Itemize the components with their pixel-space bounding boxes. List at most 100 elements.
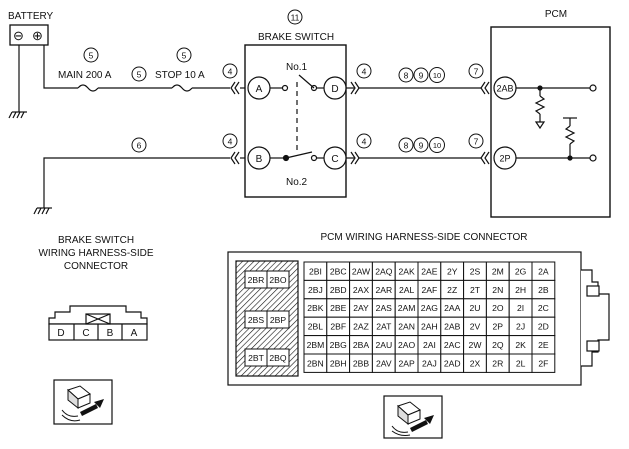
pcm-pin-label: 2F — [538, 358, 548, 368]
ref-5-main: 5 — [83, 47, 99, 63]
connector-view-icon-2 — [383, 395, 443, 439]
pcm-pin-label: 2BE — [330, 303, 347, 313]
pin-c: C — [331, 154, 338, 165]
pcm-connector-title: PCM WIRING HARNESS-SIDE CONNECTOR — [320, 232, 527, 243]
ground-wire — [43, 151, 247, 208]
pcm-pin-label: 2BI — [309, 266, 322, 276]
switch-no1-label: No.1 — [286, 62, 308, 73]
pcm-pin-2br: 2BR — [248, 275, 265, 285]
pcm-pin-label: 2B — [538, 285, 549, 295]
pcm-pin-cell — [531, 353, 556, 373]
pcm-pin-label: 2BJ — [308, 285, 323, 295]
svg-text:9: 9 — [419, 71, 424, 81]
svg-text:4: 4 — [362, 137, 367, 147]
svg-text:10: 10 — [433, 71, 441, 80]
brake-switch: 11 BRAKE SWITCH A D B C No.1 — [244, 9, 347, 198]
pcm-pin-label: 2AR — [375, 285, 392, 295]
pcm-label: PCM — [545, 9, 567, 20]
pcm-pin-2bt: 2BT — [248, 353, 265, 363]
pcm-pin-label: 2BK — [307, 303, 324, 313]
pcm-pin-label: 2T — [470, 285, 481, 295]
pcm-pin-label: 2C — [538, 303, 549, 313]
pcm-pin-label: 2O — [492, 303, 504, 313]
ref-4-top-right: 4 — [356, 63, 372, 79]
switch-no2-icon — [270, 151, 324, 162]
bs-connector-title-2: WIRING HARNESS-SIDE — [38, 248, 153, 259]
brake-switch-connector: BRAKE SWITCH WIRING HARNESS-SIDE CONNECT… — [38, 235, 154, 425]
pcm-pin-label: 2AG — [421, 303, 439, 313]
resistor-icon-2 — [564, 125, 576, 145]
pcm-pin-label: 2AM — [398, 303, 416, 313]
pcm-pin-label: 2AD — [444, 358, 461, 368]
pcm-pin-2bp: 2BP — [270, 315, 287, 325]
svg-text:6: 6 — [137, 141, 142, 151]
ref-8-9-10-top: 8 9 10 — [398, 67, 445, 83]
pcm-pin-label: 2R — [492, 358, 503, 368]
pcm-pin-label: 2AE — [421, 266, 438, 276]
pcm-pin-label: 2D — [538, 322, 549, 332]
svg-text:8: 8 — [404, 71, 409, 81]
ref-7-top: 7 — [468, 63, 484, 79]
connector-view-icon — [53, 379, 113, 425]
pcm-pin-label: 2AJ — [422, 358, 437, 368]
pcm-pin-label: 2AC — [444, 340, 461, 350]
svg-text:9: 9 — [419, 141, 424, 151]
svg-text:4: 4 — [362, 67, 367, 77]
pcm-pin-2ab: 2AB — [496, 84, 513, 94]
pcm-pin-label: 2I — [517, 303, 524, 313]
battery-label: BATTERY — [8, 11, 54, 22]
pcm-block: PCM 2AB 2P — [490, 9, 611, 218]
pcm-pin-label: 2BB — [353, 358, 370, 368]
pcm-pin-label: 2AX — [353, 285, 370, 295]
pcm-pin-label: 2P — [493, 322, 504, 332]
battery-plus-icon: ⊕ — [32, 28, 43, 43]
svg-text:4: 4 — [228, 67, 233, 77]
pcm-pin-label: 2AH — [421, 322, 438, 332]
pcm-pin-label: 2AP — [398, 358, 415, 368]
svg-text:7: 7 — [474, 67, 479, 77]
power-wire — [43, 45, 247, 95]
pcm-pin-label: 2J — [516, 322, 525, 332]
bs-connector-title-1: BRAKE SWITCH — [58, 235, 134, 246]
pcm-pin-label: 2H — [515, 285, 526, 295]
svg-text:10: 10 — [433, 141, 441, 150]
ref-6: 6 — [131, 137, 147, 153]
pcm-pin-label: 2AV — [376, 358, 392, 368]
pin-a: A — [256, 84, 263, 95]
main-fuse-label: MAIN 200 A — [58, 70, 112, 81]
ref-8-9-10-bottom: 8 9 10 — [398, 137, 445, 153]
pcm-connector: PCM WIRING HARNESS-SIDE CONNECTOR 2BR 2B… — [227, 232, 610, 439]
ref-4-bottom-left: 4 — [222, 133, 238, 149]
svg-text:5: 5 — [137, 70, 142, 80]
pcm-pin-label: 2AA — [444, 303, 461, 313]
pcm-pin-label: 2AK — [398, 266, 415, 276]
pcm-pin-label: 2M — [492, 266, 504, 276]
pcm-pin-label: 2AS — [376, 303, 393, 313]
pcm-pin-label: 2AQ — [375, 266, 393, 276]
pcm-pin-label: 2BM — [307, 340, 325, 350]
pcm-pin-label: 2Z — [447, 285, 457, 295]
pcm-pin-label: 2BD — [330, 285, 347, 295]
pcm-pin-label: 2AW — [352, 266, 371, 276]
pcm-pin-label: 2AY — [353, 303, 369, 313]
pcm-pin-label: 2BL — [308, 322, 324, 332]
bs-pin-b: B — [107, 328, 114, 339]
bs-pin-d: D — [57, 328, 64, 339]
pcm-pin-label: 2U — [470, 303, 481, 313]
pcm-pin-label: 2AO — [398, 340, 416, 350]
pcm-pin-label: 2S — [470, 266, 481, 276]
svg-text:5: 5 — [89, 51, 94, 61]
ground-icon-2 — [33, 207, 52, 215]
pin-d: D — [331, 84, 338, 95]
battery-minus-icon: ⊖ — [13, 28, 24, 43]
ground-icon — [8, 111, 27, 119]
pcm-pin-label: 2AZ — [353, 322, 369, 332]
resistor-icon — [534, 95, 546, 115]
pcm-pin-2bs: 2BS — [248, 315, 265, 325]
brake-switch-ref: 11 — [291, 13, 300, 23]
pcm-pin-label: 2AU — [375, 340, 392, 350]
switch-no1-icon — [270, 74, 324, 92]
pcm-pin-label: 2BA — [353, 340, 370, 350]
pcm-pin-label: 2AN — [398, 322, 415, 332]
